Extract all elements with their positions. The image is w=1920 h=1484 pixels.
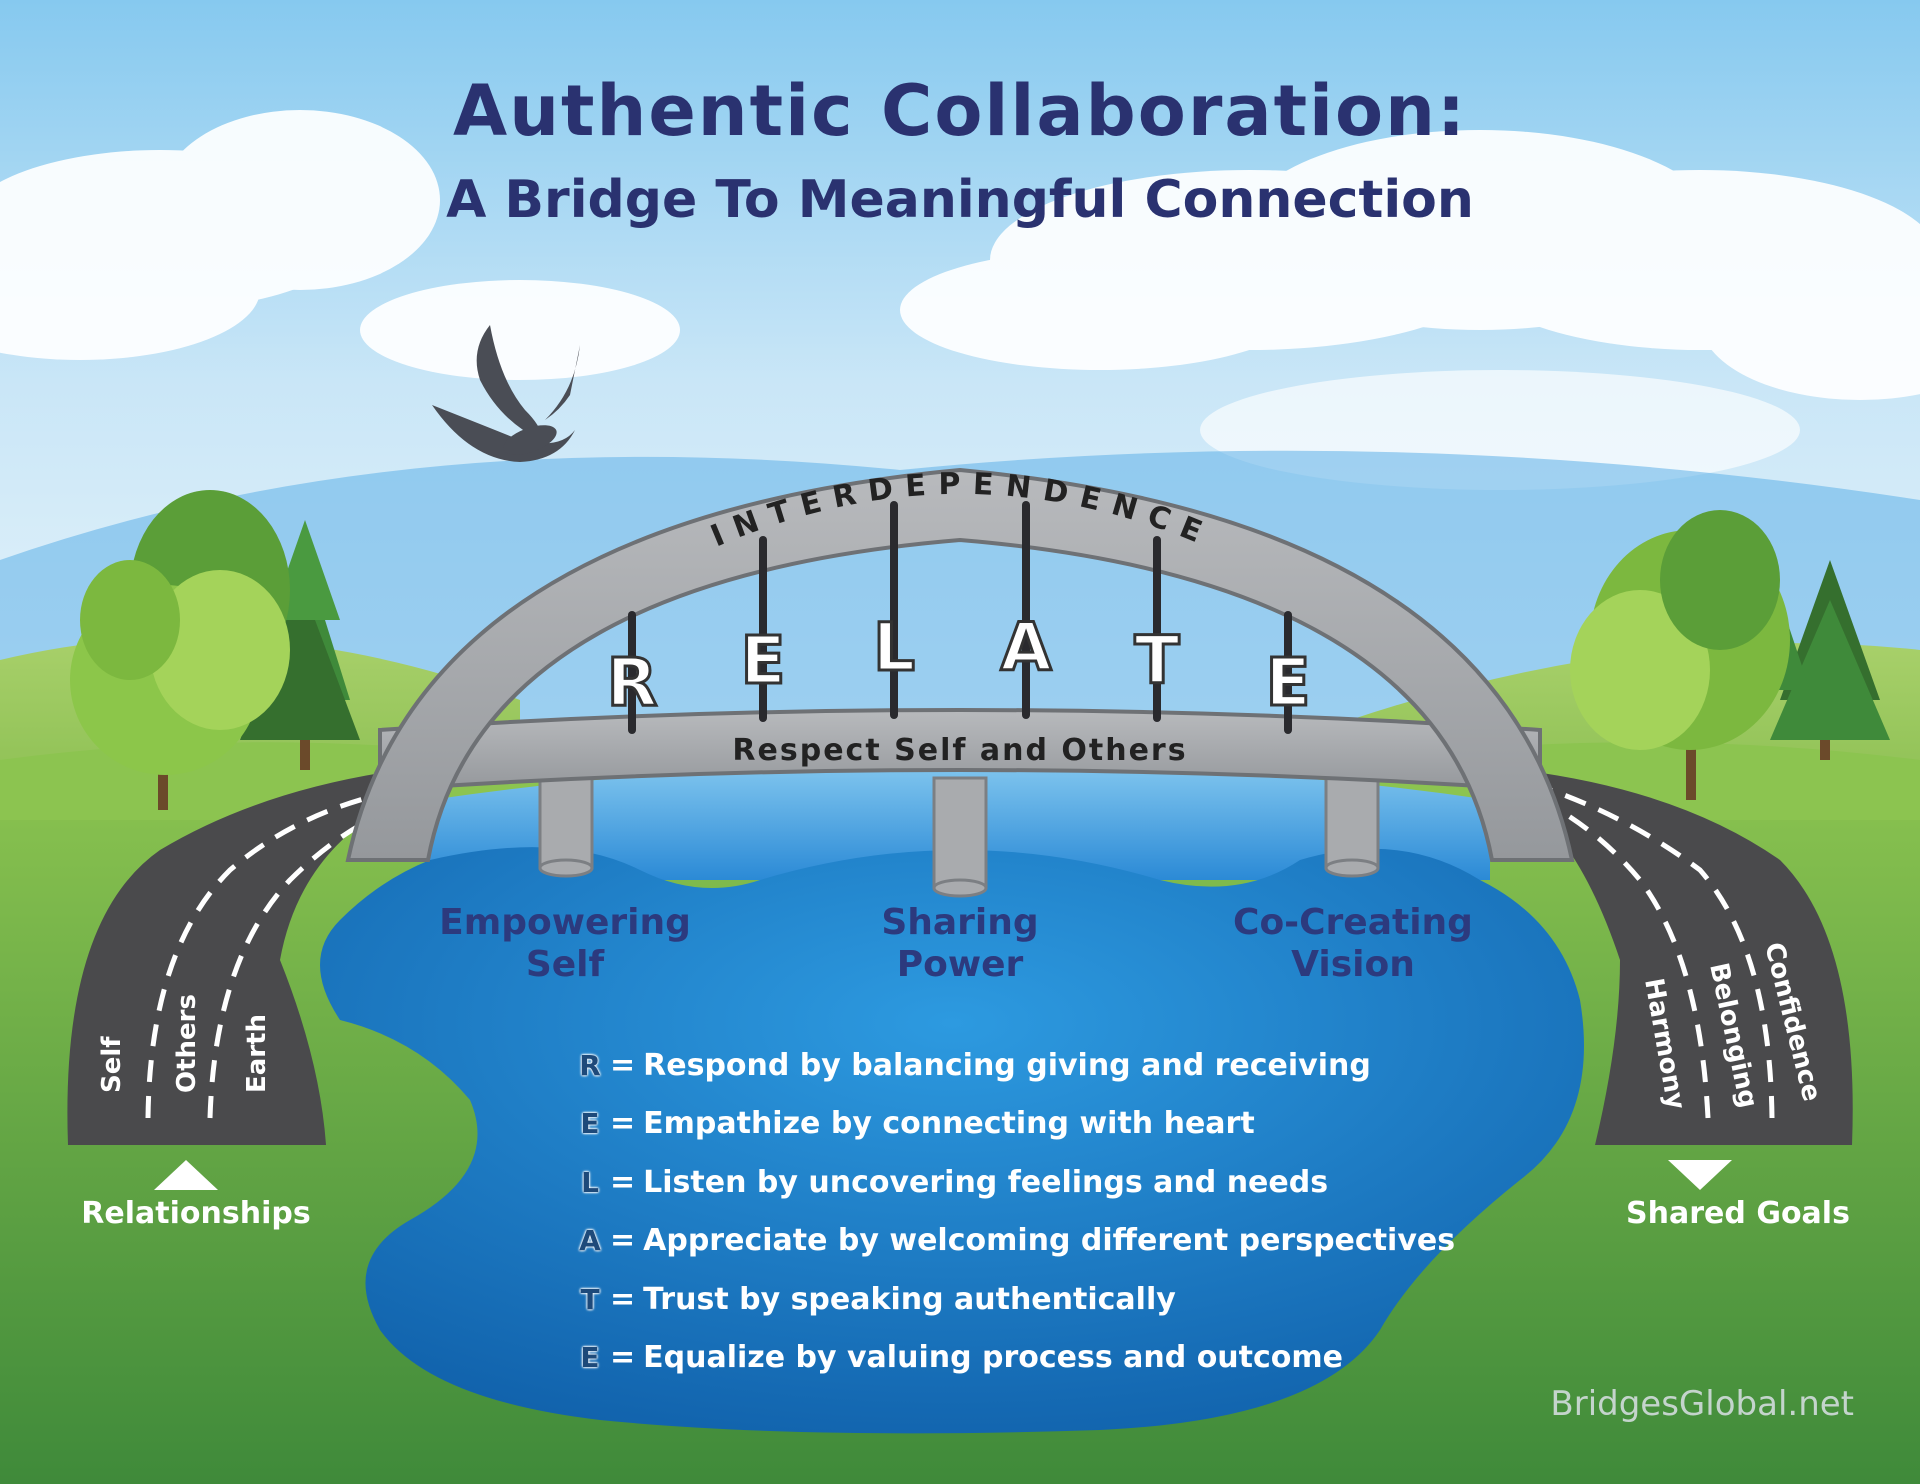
legend-row: E =Empathize by connecting with heart	[578, 1095, 1455, 1154]
hanging-letter: E	[740, 622, 785, 699]
bridge-pillars	[538, 776, 1380, 898]
pillar-label-line: Empowering	[439, 902, 691, 943]
legend-letter: L	[581, 1165, 599, 1199]
legend-letter: A	[579, 1224, 601, 1258]
legend-equals: =	[610, 1223, 636, 1259]
legend-row: T =Trust by speaking authentically	[578, 1270, 1455, 1329]
lane-label: Self	[97, 1036, 127, 1093]
left-road-lanes: Self Others Earth	[97, 994, 272, 1093]
lane-label: Harmony	[1638, 976, 1691, 1112]
legend-equals: =	[610, 1047, 636, 1083]
pillar-label-line: Vision	[1291, 944, 1415, 985]
lane-label: Others	[172, 994, 202, 1093]
pillar-label-line: Sharing	[881, 902, 1039, 943]
bridge-hangers	[628, 501, 1292, 734]
down-arrow-icon	[1668, 1160, 1732, 1190]
legend-letter: E	[580, 1341, 600, 1375]
hanging-letter: A	[1000, 609, 1051, 686]
arch-label: INTERDEPENDENCE	[706, 467, 1218, 555]
right-road-lanes: Harmony Belonging Confidence	[1638, 939, 1827, 1111]
relate-legend: R=Respond by balancing giving and receiv…	[578, 1036, 1455, 1387]
hanging-letter: T	[1134, 622, 1179, 699]
clouds	[0, 110, 1920, 490]
legend-row: L =Listen by uncovering feelings and need…	[578, 1153, 1455, 1212]
right-road	[1519, 770, 1853, 1145]
pillar-label: Empowering Self	[405, 902, 725, 986]
site-credit: BridgesGlobal.net	[1550, 1384, 1854, 1424]
shared-goals-label: Shared Goals	[1626, 1196, 1850, 1231]
lane-label: Confidence	[1758, 939, 1826, 1104]
hanging-letter: L	[873, 609, 915, 686]
hanging-letter: E	[1265, 644, 1310, 721]
legend-equals: =	[610, 1106, 636, 1142]
legend-text: Trust by speaking authentically	[643, 1281, 1176, 1317]
hanging-letters: R E L A T E	[605, 608, 1312, 723]
legend-text: Equalize by valuing process and outcome	[643, 1340, 1343, 1376]
right-trees	[1570, 510, 1890, 800]
hanging-letter: R	[607, 644, 658, 721]
legend-equals: =	[610, 1281, 636, 1317]
legend-letter: T	[580, 1282, 600, 1316]
pillar-label-line: Self	[525, 944, 605, 985]
page-title: Authentic Collaboration:	[453, 70, 1467, 152]
pillar-label: Co-Creating Vision	[1193, 902, 1513, 986]
deck-label: Respect Self and Others	[732, 733, 1187, 768]
bridge-arch	[345, 467, 1575, 862]
legend-text: Appreciate by welcoming different perspe…	[643, 1223, 1456, 1259]
page-subtitle: A Bridge To Meaningful Connection	[446, 170, 1474, 230]
legend-equals: =	[610, 1164, 636, 1200]
legend-letter: E	[580, 1107, 600, 1141]
legend-letter: R	[579, 1048, 601, 1082]
lane-label: Earth	[242, 1014, 272, 1093]
bird-icon	[432, 325, 580, 462]
legend-row: A =Appreciate by welcoming different pers…	[578, 1212, 1455, 1271]
legend-row: E =Equalize by valuing process and outcom…	[578, 1329, 1455, 1388]
pillar-label: Sharing Power	[800, 902, 1120, 986]
pillar-label-line: Co-Creating	[1233, 902, 1473, 943]
relationships-label: Relationships	[81, 1196, 311, 1231]
lake	[320, 847, 1584, 1434]
legend-text: Empathize by connecting with heart	[643, 1106, 1255, 1142]
legend-equals: =	[610, 1340, 636, 1376]
legend-text: Respond by balancing giving and receivin…	[643, 1047, 1371, 1083]
up-arrow-icon	[154, 1160, 218, 1190]
legend-row: R =Respond by balancing giving and receiv…	[578, 1036, 1455, 1095]
pillar-label-line: Power	[896, 944, 1024, 985]
legend-text: Listen by uncovering feelings and needs	[643, 1164, 1329, 1200]
left-trees	[70, 490, 360, 810]
lane-label: Belonging	[1703, 960, 1763, 1110]
